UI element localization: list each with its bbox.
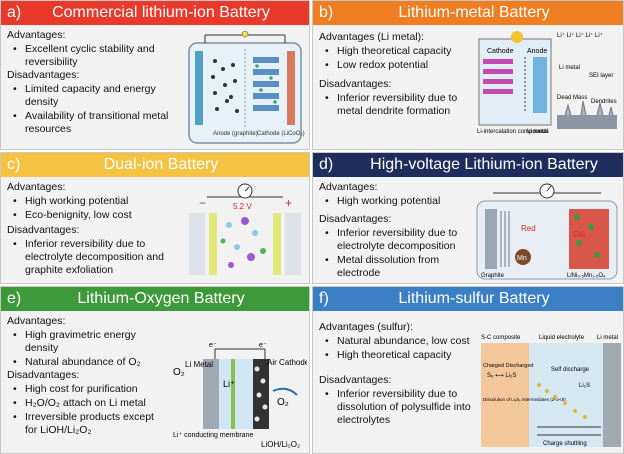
panel-f-title: Lithium-sulfur Battery: [398, 290, 550, 307]
panel-lithium-sulfur: f) Lithium-sulfur Battery Advantages (su…: [312, 286, 624, 454]
disadvantage-item: Availability of transitional metal resou…: [13, 110, 175, 136]
panel-e-letter: e): [7, 290, 22, 307]
advantages-label: Advantages:: [319, 181, 378, 193]
air-cathode-label: Air Cathode: [267, 358, 307, 367]
panel-e-header: e) Lithium-Oxygen Battery: [1, 287, 309, 311]
disadvantage-item: H₂O/O₂ attach on Li metal: [13, 397, 165, 410]
panel-a-letter: a): [7, 4, 22, 21]
panel-c-header: c) Dual-ion Battery: [1, 153, 309, 177]
oxi-label: Oxi: [573, 230, 585, 239]
sei-label: SEI layer: [589, 73, 613, 79]
sc-composite-label: S-C composite: [481, 335, 521, 341]
panel-f-header: f) Lithium-sulfur Battery: [313, 287, 623, 311]
o2-left-label: O₂: [173, 367, 185, 378]
disadvantages-label: Disadvantages:: [319, 213, 392, 225]
disadvantage-item: Inferior reversibility due to electrolyt…: [325, 227, 467, 253]
disadvantage-item: Metal dissolution from electrode: [325, 254, 467, 280]
disadvantage-item: Irreversible products except for LiOH/Li…: [13, 411, 165, 437]
cathode-label: LiNi₀.₅Mn₁.₅O₄: [567, 273, 606, 279]
disadvantages-label: Disadvantages:: [7, 69, 80, 81]
panel-d-header: d) High-voltage Lithium-ion Battery: [313, 153, 623, 177]
advantage-item: Excellent cyclic stability and reversibi…: [13, 43, 175, 69]
li-metal-label: Li metal: [597, 335, 618, 341]
advantage-item: Natural abundance of O₂: [13, 356, 165, 369]
disadvantages-label: Disadvantages:: [7, 369, 80, 381]
advantage-item: High gravimetric energy density: [13, 329, 165, 355]
cathode-label: Cathode: [487, 48, 514, 55]
li-ions-label: Li⁺ Li⁺ Li⁺ Li⁺ Li⁺: [557, 32, 603, 39]
disadvantages-label: Disadvantages:: [319, 78, 392, 90]
electron-label-2: e⁻: [259, 342, 267, 349]
li-sulfur-cell-diagram: S-C composite Liquid electrolyte Li meta…: [481, 335, 621, 447]
voltage-label: 5.2 V: [233, 202, 252, 211]
panel-commercial-li-ion: a) Commercial lithium-ion Battery Advant…: [0, 0, 310, 150]
advantage-item: Natural abundance, low cost: [325, 335, 482, 348]
panel-b-letter: b): [319, 4, 334, 21]
advantage-item: High theoretical capacity: [325, 349, 482, 362]
panel-a-title: Commercial lithium-ion Battery: [52, 4, 270, 21]
li-metal-label: Li metal: [527, 129, 548, 135]
advantage-item: High working potential: [325, 195, 467, 208]
charge-shuttling-label: Charge shuttling: [543, 441, 587, 447]
advantage-item: High working potential: [13, 195, 170, 208]
panel-d-letter: d): [319, 156, 334, 173]
panel-f-letter: f): [319, 290, 329, 307]
products-label: LiOH/Li₂O₂: [261, 440, 300, 449]
graphite-label: Graphite: [481, 273, 505, 279]
charged-discharged-label: Charged Discharged: [483, 363, 533, 369]
advantages-label: Advantages:: [7, 181, 66, 193]
panel-d-title: High-voltage Lithium-ion Battery: [370, 156, 598, 173]
anode-label: Anode (graphite): [213, 131, 258, 137]
disadvantage-item: Inferior reversibility due to electrolyt…: [13, 238, 170, 277]
panel-b-title: Lithium-metal Battery: [398, 4, 550, 21]
advantage-item: Eco-benignity, low cost: [13, 209, 170, 222]
li-compounds-label: Li-intercalation compounds: [477, 129, 549, 135]
panel-lithium-oxygen: e) Lithium-Oxygen Battery Advantages: Hi…: [0, 286, 310, 454]
disadvantages-label: Disadvantages:: [7, 224, 80, 236]
panel-c-title: Dual-ion Battery: [103, 156, 219, 173]
li-ion-cell-diagram: Anode (graphite) Cathode (LiCoO₂): [188, 31, 305, 144]
panel-lithium-metal: b) Lithium-metal Battery Advantages (Li …: [312, 0, 624, 150]
panel-b-header: b) Lithium-metal Battery: [313, 1, 623, 25]
dendrites-label: Dendrites: [591, 99, 617, 105]
advantages-label: Advantages (Li metal):: [319, 31, 425, 43]
membrane-label: Li⁺ conducting membrane: [173, 432, 253, 439]
panel-a-header: a) Commercial lithium-ion Battery: [1, 1, 309, 25]
high-voltage-cell-diagram: Mn Red Oxi Graphite LiNi₀.₅Mn₁.₅O₄: [476, 183, 618, 280]
li-metal-label-2: Li metal: [559, 65, 580, 71]
liquid-electrolyte-label: Liquid electrolyte: [539, 335, 585, 341]
electron-label-1: e⁻: [209, 342, 217, 349]
dual-ion-cell-diagram: 5.2 V − +: [189, 183, 301, 275]
red-label: Red: [521, 224, 536, 233]
advantages-label: Advantages:: [7, 315, 66, 327]
dissolution-label: Dissolution of LiₓSᵧ intermediates (2<x<…: [483, 397, 566, 402]
self-discharge-label: Self discharge: [551, 367, 590, 373]
anode-label: Anode: [527, 48, 547, 55]
cathode-label: Cathode (LiCoO₂): [257, 131, 305, 137]
advantage-item: Low redox potential: [325, 59, 472, 72]
advantages-label: Advantages (sulfur):: [319, 321, 413, 333]
panel-dual-ion: c) Dual-ion Battery Advantages: High wor…: [0, 152, 310, 284]
advantages-label: Advantages:: [7, 29, 66, 41]
plus-sign: +: [285, 196, 292, 210]
li-metal-cell-diagram: Cathode Anode Li-intercalation compounds…: [477, 31, 617, 135]
panel-high-voltage-li-ion: d) High-voltage Lithium-ion Battery Adva…: [312, 152, 624, 284]
disadvantage-item: High cost for purification: [13, 383, 165, 396]
li-metal-label: Li Metal: [185, 360, 213, 369]
reaction-label: S₈ ⟷ Li₂S: [487, 373, 516, 379]
minus-sign: −: [199, 196, 206, 210]
advantage-item: High theoretical capacity: [325, 45, 472, 58]
mn-label: Mn: [517, 255, 527, 262]
o2-right-label: O₂: [277, 397, 289, 408]
li-oxygen-cell-diagram: e⁻ e⁻ O₂ Li Metal Air Cathode Li⁺ O₂ Li⁺…: [173, 342, 307, 449]
panel-e-title: Lithium-Oxygen Battery: [77, 290, 245, 307]
disadvantage-item: Limited capacity and energy density: [13, 83, 175, 109]
li-ion-label: Li⁺: [223, 379, 235, 389]
disadvantage-item: Inferior reversibility due to dissolutio…: [325, 388, 482, 427]
panel-c-letter: c): [7, 156, 21, 173]
disadvantages-label: Disadvantages:: [319, 374, 392, 386]
disadvantage-item: Inferior reversibility due to metal dend…: [325, 92, 472, 118]
dead-mass-label: Dead Mass: [557, 95, 587, 101]
li2s-label: Li₂S: [579, 383, 590, 389]
